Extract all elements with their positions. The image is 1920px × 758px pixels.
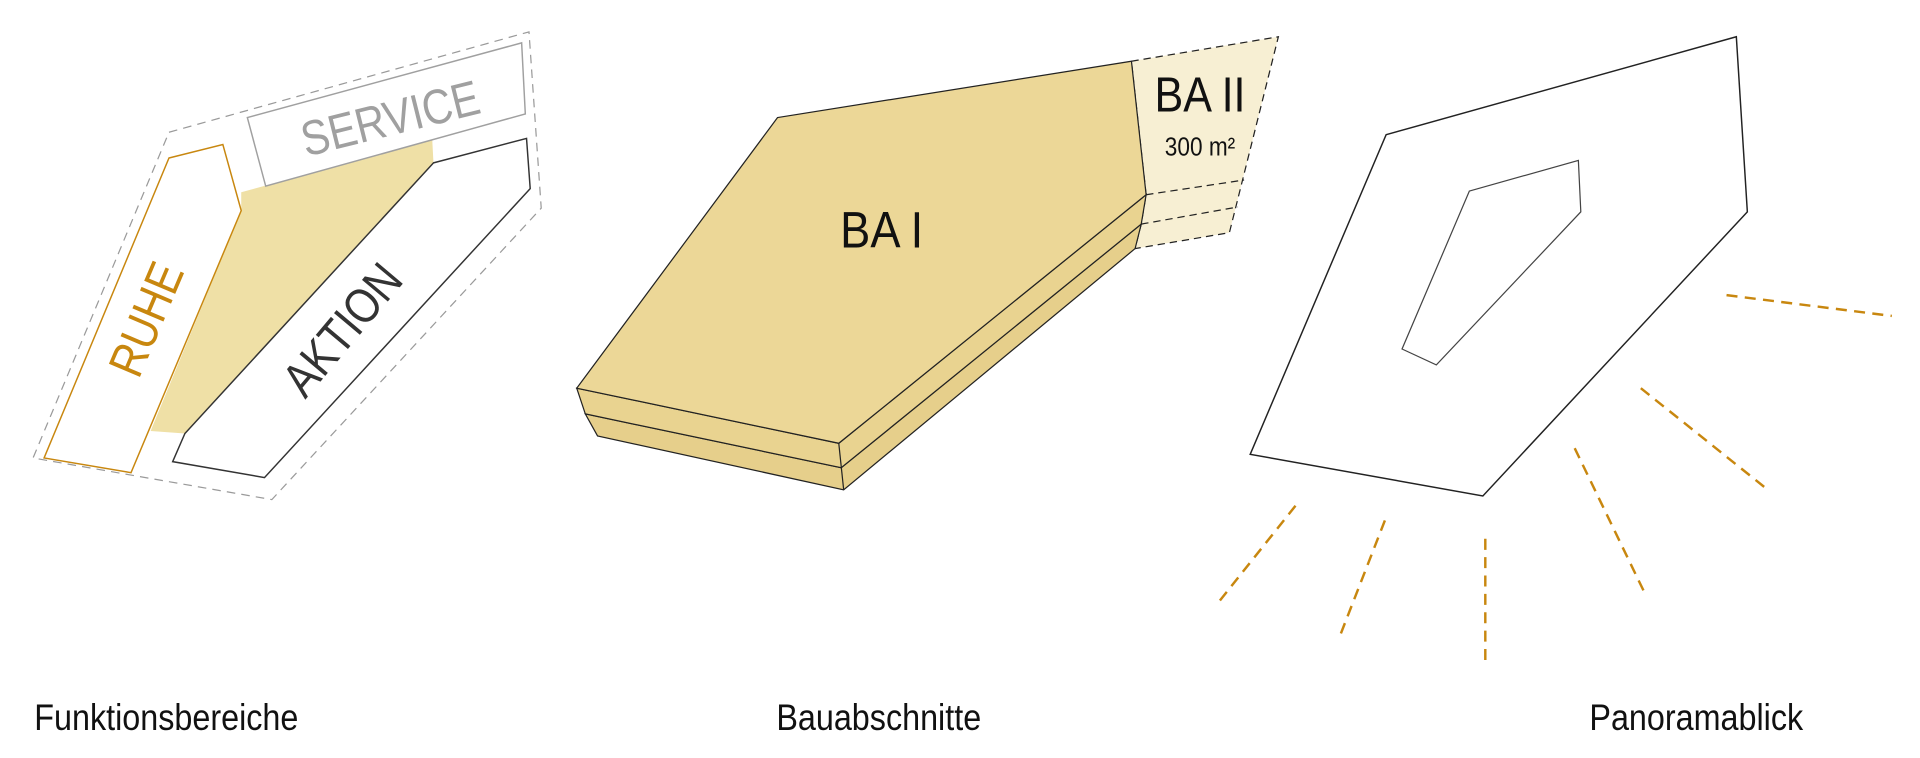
panorama-caption: Panoramablick [1589,698,1803,738]
phase1-top [575,60,1147,444]
service-zone [246,41,527,188]
phases-caption: Bauabschnitte [776,698,981,738]
view-rays [1217,293,1892,662]
phase2-label: BA II [1154,67,1245,122]
courtyard-outline [1401,159,1582,366]
site-boundary-dashed [32,31,542,501]
view-ray [1573,447,1647,596]
functions-panel: SERVICE RUHE AKTION Funktionsbereiche [32,31,542,738]
view-ray [1217,504,1297,604]
phases-panel: BA I BA II 300 m² Bauabschnitte [575,35,1280,738]
phase2-level-line [1141,206,1239,225]
panorama-panel: Panoramablick [1217,35,1892,738]
courtyard-fill [150,139,434,434]
action-zone [171,137,531,479]
view-ray [1338,519,1387,638]
functions-caption: Funktionsbereiche [34,698,298,738]
view-ray [1640,387,1771,492]
phase2-level-line [1146,179,1245,196]
rest-zone [43,143,243,474]
phase1-label: BA I [840,202,923,259]
slab-edge [838,443,845,490]
phase2-area-label: 300 m² [1165,133,1235,162]
view-ray [1726,293,1892,318]
